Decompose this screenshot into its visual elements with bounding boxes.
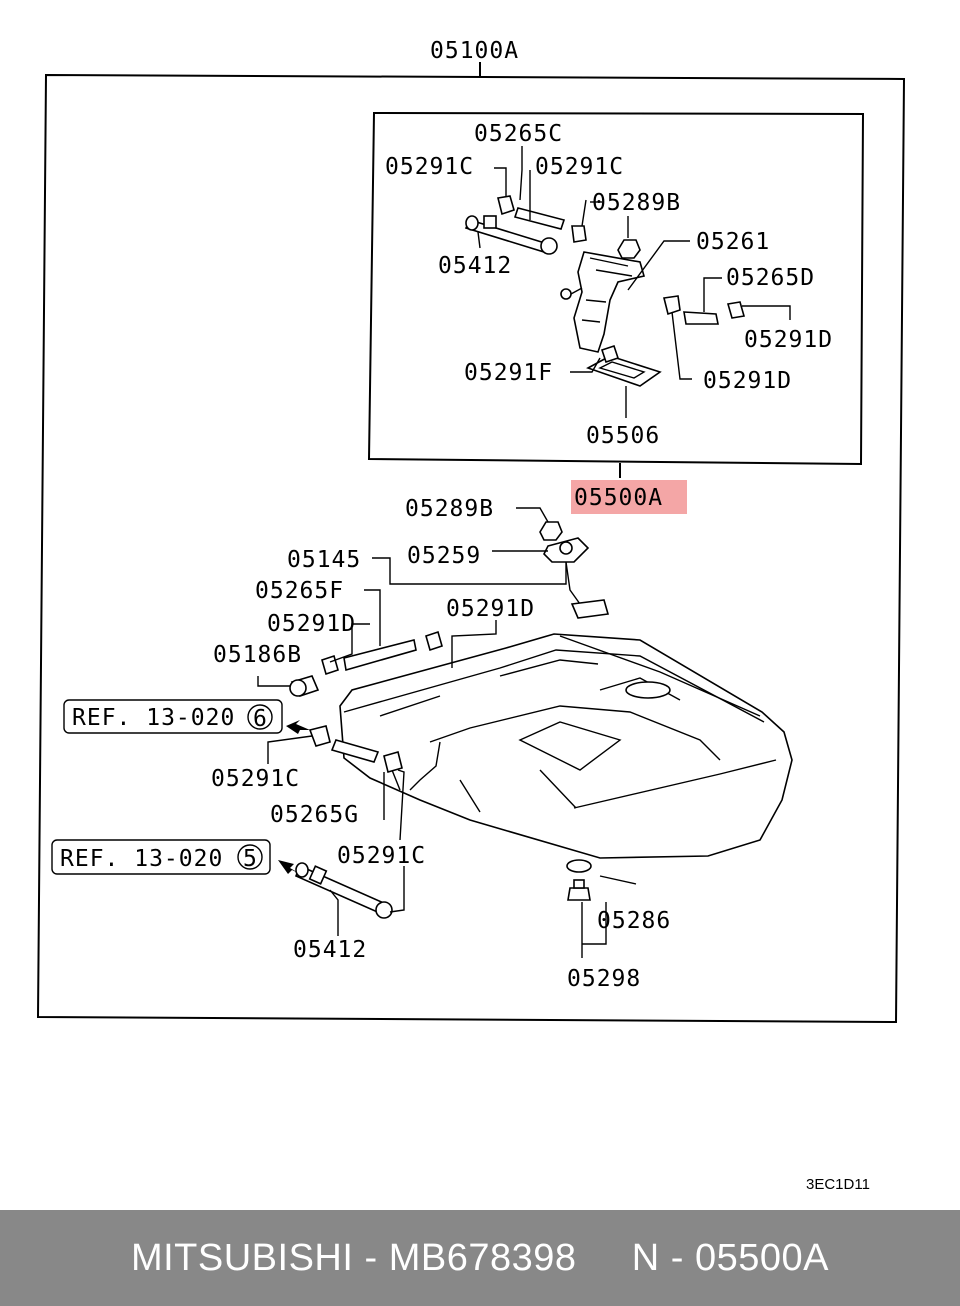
footer-text: MITSUBISHI - MB678398 N - 05500A (130, 1236, 830, 1279)
ref-box-6 (63, 699, 283, 734)
label-ref-5: REF. 13-020 (60, 846, 223, 872)
highlight-box (571, 480, 687, 514)
label-clip-d-right: 05291D (744, 327, 833, 353)
label-pump-assembly: 05500A (574, 485, 663, 511)
label-hose-right: 05265D (726, 265, 815, 291)
label-tube-top: 05412 (438, 253, 512, 279)
label-pump: 05261 (696, 229, 770, 255)
label-clip-d-left: 05291D (267, 611, 356, 637)
label-gasket-drain: 05286 (597, 908, 671, 934)
outer-frame (36, 73, 906, 1024)
label-clip-d-lower: 05291D (703, 368, 792, 394)
label-gauge-unit: 05259 (407, 543, 481, 569)
label-nut-mid: 05289B (405, 496, 494, 522)
label-clip-d-mid: 05291D (446, 596, 535, 622)
label-assembly: 05100A (430, 38, 519, 64)
label-hose-top: 05265C (474, 121, 563, 147)
label-clip-f: 05291F (464, 360, 553, 386)
inner-frame (367, 111, 865, 466)
label-clip-c-a: 05291C (211, 766, 300, 792)
label-drain-plug: 05298 (567, 966, 641, 992)
pump-detail-parts (464, 195, 746, 387)
figure-code: 3EC1D11 (806, 1176, 870, 1193)
ref-box-5 (51, 839, 271, 875)
label-ref-6: REF. 13-020 (72, 705, 235, 731)
label-clip-left: 05291C (385, 154, 474, 180)
label-ref-6-num: 6 (253, 706, 268, 732)
label-clip-right: 05291C (535, 154, 624, 180)
parts-diagram: 05100A 05265C 05291C 05291C 05289B 05261… (36, 38, 906, 1193)
label-plate: 05145 (287, 547, 361, 573)
label-valve: 05186B (213, 642, 302, 668)
label-hose-f: 05265F (255, 578, 344, 604)
label-hose-g: 05265G (270, 802, 359, 828)
label-gasket: 05506 (586, 423, 660, 449)
label-nut-top: 05289B (592, 190, 681, 216)
label-ref-5-num: 5 (243, 846, 258, 872)
tank-assembly (278, 521, 793, 919)
label-clip-c-b: 05291C (337, 843, 426, 869)
footer-bar: MITSUBISHI - MB678398 N - 05500A (0, 1210, 960, 1306)
label-tube-bottom: 05412 (293, 937, 367, 963)
